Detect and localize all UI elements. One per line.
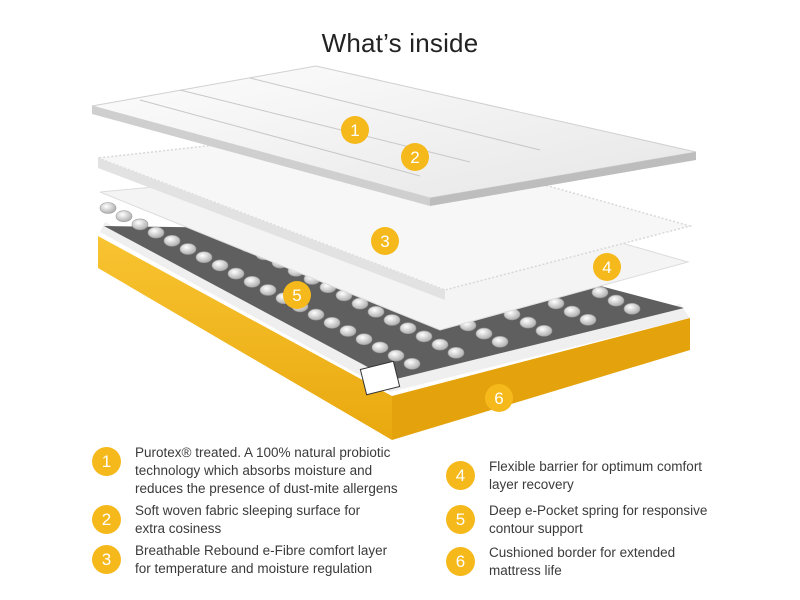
spring-coil (324, 317, 340, 328)
svg-text:4: 4 (602, 258, 611, 277)
feature-line: Purotex® treated. A 100% natural probiot… (135, 444, 398, 462)
svg-text:6: 6 (494, 389, 503, 408)
layer-marker-5: 5 (283, 281, 311, 309)
layer-marker-2: 2 (401, 143, 429, 171)
spring-coil (388, 350, 404, 361)
spring-coil (180, 244, 196, 255)
feature-line: extra cosiness (135, 520, 360, 538)
feature-number-badge: 3 (92, 545, 121, 574)
layer-marker-4: 4 (593, 253, 621, 281)
feature-line: contour support (489, 520, 707, 538)
spring-coil (536, 325, 552, 336)
spring-coil (580, 314, 596, 325)
spring-coil (164, 235, 180, 246)
spring-coil (624, 303, 640, 314)
feature-number-badge: 4 (446, 461, 475, 490)
feature-number-badge: 2 (92, 505, 121, 534)
spring-coil (372, 342, 388, 353)
spring-coil (384, 315, 400, 326)
feature-line: technology which absorbs moisture and (135, 462, 398, 480)
spring-coil (356, 334, 372, 345)
spring-coil (196, 252, 212, 263)
spring-coil (308, 309, 324, 320)
feature-line: Deep e-Pocket spring for responsive (489, 502, 707, 520)
svg-text:1: 1 (350, 121, 359, 140)
feature-line: Breathable Rebound e-Fibre comfort layer (135, 542, 387, 560)
spring-coil (244, 276, 260, 287)
feature-line: mattress life (489, 562, 675, 580)
svg-text:3: 3 (380, 232, 389, 251)
spring-coil (132, 219, 148, 230)
feature-line: layer recovery (489, 476, 702, 494)
mattress-layers-illustration: 1 2 3 4 5 6 (0, 0, 800, 440)
spring-coil (492, 336, 508, 347)
spring-coil (608, 295, 624, 306)
feature-description: Breathable Rebound e-Fibre comfort layer… (135, 542, 387, 578)
spring-coil (340, 326, 356, 337)
spring-coil (260, 285, 276, 296)
layer-marker-6: 6 (485, 384, 513, 412)
spring-coil (368, 306, 384, 317)
layer-marker-3: 3 (371, 227, 399, 255)
feature-line: Cushioned border for extended (489, 544, 675, 562)
spring-coil (448, 347, 464, 358)
feature-number-badge: 6 (446, 547, 475, 576)
spring-coil (400, 323, 416, 334)
feature-item-3: 3 Breathable Rebound e-Fibre comfort laye… (92, 542, 387, 578)
spring-coil (228, 268, 244, 279)
feature-number-badge: 5 (446, 505, 475, 534)
spring-coil (148, 227, 164, 238)
feature-number-badge: 1 (92, 447, 121, 476)
feature-line: for temperature and moisture regulation (135, 560, 387, 578)
spring-coil (404, 358, 420, 369)
spring-coil (592, 287, 608, 298)
spring-coil (476, 328, 492, 339)
spring-coil (520, 317, 536, 328)
spring-coil (416, 331, 432, 342)
feature-line: Soft woven fabric sleeping surface for (135, 502, 360, 520)
feature-line: Flexible barrier for optimum comfort (489, 458, 702, 476)
svg-text:5: 5 (292, 286, 301, 305)
feature-item-1: 1 Purotex® treated. A 100% natural probio… (92, 444, 398, 498)
spring-coil (116, 211, 132, 222)
layer-marker-1: 1 (341, 116, 369, 144)
spring-coil (212, 260, 228, 271)
feature-description: Purotex® treated. A 100% natural probiot… (135, 444, 398, 498)
spring-coil (564, 306, 580, 317)
svg-text:2: 2 (410, 148, 419, 167)
spring-coil (432, 339, 448, 350)
spring-coil (100, 203, 116, 214)
feature-line: reduces the presence of dust-mite allerg… (135, 480, 398, 498)
